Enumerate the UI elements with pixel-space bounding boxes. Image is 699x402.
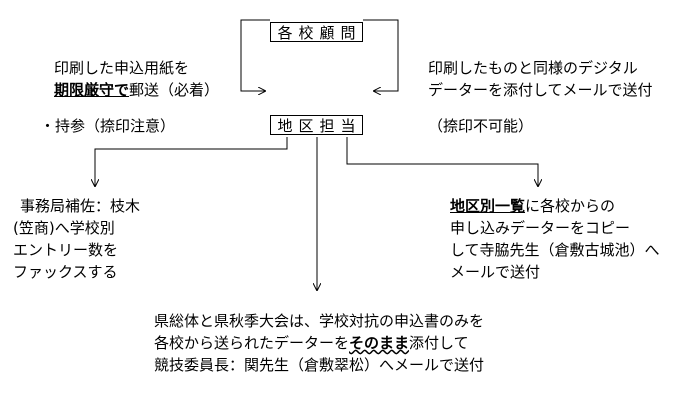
down-right-connector [346,137,538,186]
left-upper-line2-rest: 郵送（必着） [129,81,220,99]
bottom-line1: 県総体と県秋季大会は、学校対抗の申込書のみを [154,312,485,330]
bottom-line2-post: 添付して [409,334,469,352]
left-upper-line3: ・持参（捺印注意） [40,117,176,135]
left-lower-line2: (笠商)へ学校別 [13,219,115,237]
right-upper-line3: （捺印不可能） [428,117,534,135]
right-lower-line2: 申し込みデーターをコピー [450,219,631,237]
left-connector [240,19,270,91]
left-upper-line1: 印刷した申込用紙を [54,59,190,77]
left-lower-line4: ファックスする [13,263,118,281]
left-lower-line1: 事務局補佐：枝木 [20,197,141,215]
bottom-line2: 各校から送られたデーターをそのまま添付して [154,333,469,353]
district-list-emphasis: 地区別一覧 [450,197,526,215]
bottom-line2-pre: 各校から送られたデーターを [154,334,350,352]
down-left-connector [95,137,288,186]
right-connector [363,19,399,91]
district-box: 地区担当 [270,115,363,135]
right-lower-line1-rest: に各校からの [525,197,616,215]
advisor-box: 各校顧問 [270,22,363,42]
as-is-emphasis: そのまま [349,334,410,352]
right-lower-line1: 地区別一覧に各校からの [450,196,615,216]
left-lower-line3: エントリー数を [13,241,119,259]
left-upper-line2: 期限厳守で郵送（必着） [54,80,219,100]
right-upper-line2: データーを添付してメールで送付 [428,81,653,99]
right-lower-line4: メールで送付 [450,263,541,281]
right-lower-line3: して寺脇先生（倉敷古城池）へ [450,241,660,259]
right-upper-line1: 印刷したものと同様のデジタル [428,59,638,77]
deadline-emphasis: 期限厳守で [54,81,130,99]
bottom-line3: 競技委員長：関先生（倉敷翠松）へメールで送付 [154,356,485,374]
